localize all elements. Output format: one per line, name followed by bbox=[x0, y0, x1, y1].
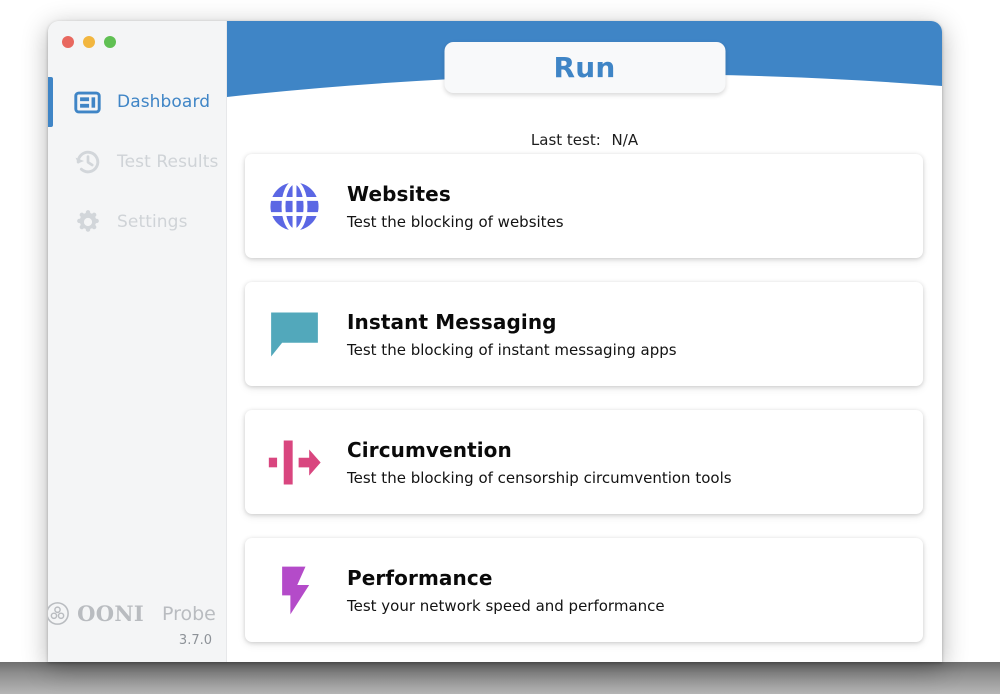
card-text: Performance Test your network speed and … bbox=[347, 566, 665, 615]
minimize-button[interactable] bbox=[83, 36, 95, 48]
history-clock-icon bbox=[73, 148, 102, 177]
lightning-bolt-icon bbox=[265, 561, 323, 619]
window-controls bbox=[62, 36, 116, 48]
test-card-instant-messaging[interactable]: Instant Messaging Test the blocking of i… bbox=[245, 282, 923, 386]
test-card-websites[interactable]: Websites Test the blocking of websites bbox=[245, 154, 923, 258]
ooni-logo-icon bbox=[48, 601, 70, 626]
brand-name: OONI bbox=[77, 601, 144, 626]
desktop-backdrop bbox=[0, 662, 1000, 694]
last-test-status: Last test: N/A bbox=[227, 131, 942, 149]
sidebar-item-settings[interactable]: Settings bbox=[48, 192, 226, 252]
card-description: Test your network speed and performance bbox=[347, 596, 665, 615]
brand-logo: OONI Probe bbox=[48, 601, 216, 626]
sidebar-nav: Dashboard Test Results bbox=[48, 72, 226, 252]
card-title: Websites bbox=[347, 181, 451, 206]
card-title: Circumvention bbox=[347, 437, 512, 462]
run-button[interactable]: Run bbox=[444, 42, 725, 93]
test-cards-list: Websites Test the blocking of websites I… bbox=[245, 154, 923, 662]
app-version: 3.7.0 bbox=[178, 633, 212, 648]
card-title: Performance bbox=[347, 565, 493, 590]
test-card-performance[interactable]: Performance Test your network speed and … bbox=[245, 538, 923, 642]
gear-icon bbox=[73, 208, 102, 237]
sidebar-item-test-results[interactable]: Test Results bbox=[48, 132, 226, 192]
close-button[interactable] bbox=[62, 36, 74, 48]
card-description: Test the blocking of websites bbox=[347, 212, 564, 231]
zoom-button[interactable] bbox=[104, 36, 116, 48]
sidebar: Dashboard Test Results bbox=[48, 21, 227, 662]
ooni-probe-window: Dashboard Test Results bbox=[48, 21, 942, 662]
last-test-value: N/A bbox=[611, 131, 639, 149]
card-text: Circumvention Test the blocking of censo… bbox=[347, 438, 732, 487]
dashboard-icon bbox=[73, 88, 102, 117]
sidebar-item-dashboard[interactable]: Dashboard bbox=[48, 72, 226, 132]
last-test-label: Last test: bbox=[530, 131, 601, 149]
globe-icon bbox=[265, 177, 323, 235]
brand-product: Probe bbox=[161, 602, 216, 625]
sidebar-item-label: Dashboard bbox=[117, 92, 211, 112]
test-card-circumvention[interactable]: Circumvention Test the blocking of censo… bbox=[245, 410, 923, 514]
card-title: Instant Messaging bbox=[347, 309, 557, 334]
card-description: Test the blocking of instant messaging a… bbox=[347, 340, 677, 359]
chat-bubble-icon bbox=[265, 305, 323, 363]
card-text: Websites Test the blocking of websites bbox=[347, 182, 564, 231]
bypass-arrow-icon bbox=[265, 433, 323, 491]
sidebar-item-label: Test Results bbox=[117, 152, 219, 172]
card-text: Instant Messaging Test the blocking of i… bbox=[347, 310, 677, 359]
active-indicator bbox=[48, 77, 53, 127]
card-description: Test the blocking of censorship circumve… bbox=[347, 468, 732, 487]
sidebar-item-label: Settings bbox=[117, 212, 188, 232]
main-content: Run Last test: N/A bbox=[227, 21, 942, 662]
